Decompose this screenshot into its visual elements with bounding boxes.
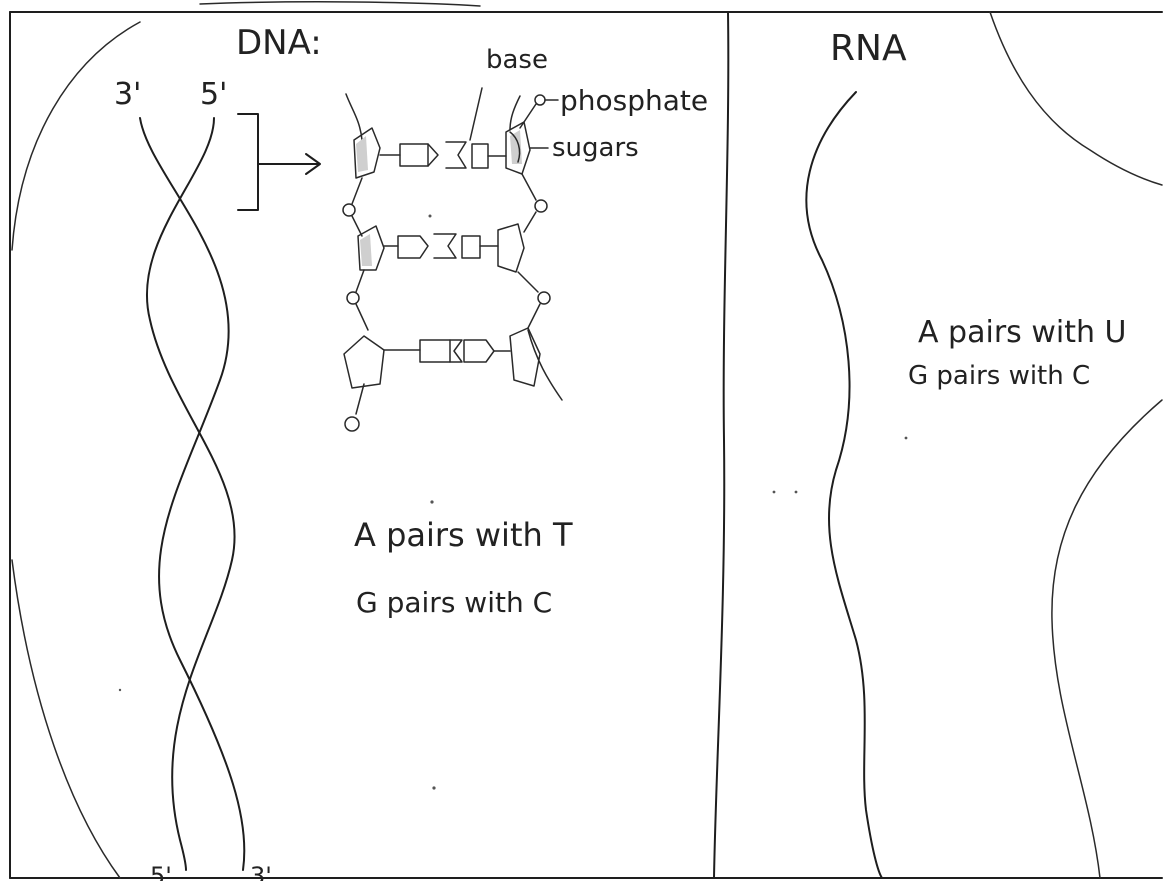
- label-sugars: sugars: [552, 133, 639, 163]
- dna-strand-left: [139, 117, 246, 871]
- rna-single-strand: [805, 91, 883, 879]
- rna-pairing-rule-1: A pairs with U: [918, 315, 1126, 350]
- dna-structure-detail: [342, 87, 563, 432]
- nucleotide-pair-row-3: [343, 327, 563, 401]
- label-phosphate: phosphate: [560, 84, 708, 117]
- strand-label-3prime-bottom: 3': [250, 862, 272, 881]
- dna-pairing-rule-1: A pairs with T: [354, 516, 573, 554]
- stray-pencil-dots: [118, 436, 908, 790]
- nucleotide-pair-row-2: [357, 214, 525, 273]
- zoom-bracket-arrow: [237, 113, 321, 211]
- dna-title: DNA:: [236, 23, 322, 63]
- label-base: base: [486, 45, 548, 75]
- strand-label-3prime-top: 3': [114, 77, 141, 112]
- dna-strand-right: [146, 117, 236, 871]
- rna-title: RNA: [830, 28, 907, 69]
- background-curves: [11, 11, 1163, 879]
- strand-label-5prime-top: 5': [200, 77, 227, 112]
- rna-pairing-rule-2: G pairs with C: [908, 361, 1090, 391]
- nucleotide-pair-row-1: [353, 121, 531, 179]
- dna-double-helix: [139, 117, 246, 871]
- panel-divider: [713, 11, 730, 879]
- strand-label-5prime-bottom: 5': [150, 862, 172, 881]
- dna-pairing-rule-2: G pairs with C: [356, 586, 552, 619]
- page-frame: [9, 1, 1163, 879]
